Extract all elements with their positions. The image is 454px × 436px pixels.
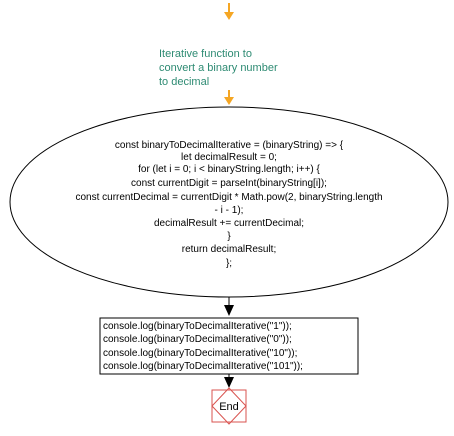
end-label: End [219, 401, 239, 413]
comment-line: to decimal [159, 76, 209, 88]
code-line: decimalResult += currentDecimal; [154, 218, 304, 229]
connector-arrow-icon [224, 297, 234, 316]
comment-text: Iterative function to convert a binary n… [159, 48, 278, 88]
end-box [211, 389, 247, 423]
code-line: let decimalResult = 0; [181, 152, 277, 163]
end-node: End [211, 387, 247, 425]
code-line: }; [226, 258, 232, 269]
comment-line: convert a binary number [159, 62, 278, 74]
start-arrow-icon [224, 3, 234, 20]
code-line: const binaryToDecimalIterative = (binary… [115, 140, 344, 151]
end-arrow-icon [224, 374, 234, 388]
code-line: return decimalResult; [182, 244, 276, 255]
code-line: console.log(binaryToDecimalIterative("0"… [103, 334, 292, 345]
code-line: console.log(binaryToDecimalIterative("10… [103, 361, 303, 372]
console-code: console.log(binaryToDecimalIterative("1"… [103, 321, 303, 372]
code-line: - i - 1); [215, 205, 244, 216]
code-line: } [227, 231, 231, 242]
code-line: const currentDigit = parseInt(binaryStri… [131, 178, 327, 189]
function-code: const binaryToDecimalIterative = (binary… [75, 140, 382, 269]
code-line: console.log(binaryToDecimalIterative("1"… [103, 321, 292, 332]
comment-line: Iterative function to [159, 48, 252, 60]
code-line: for (let i = 0; i < binaryString.length;… [138, 164, 320, 175]
code-line: const currentDecimal = currentDigit * Ma… [75, 192, 382, 203]
code-line: console.log(binaryToDecimalIterative("10… [103, 348, 297, 359]
comment-arrow-icon [224, 90, 234, 105]
